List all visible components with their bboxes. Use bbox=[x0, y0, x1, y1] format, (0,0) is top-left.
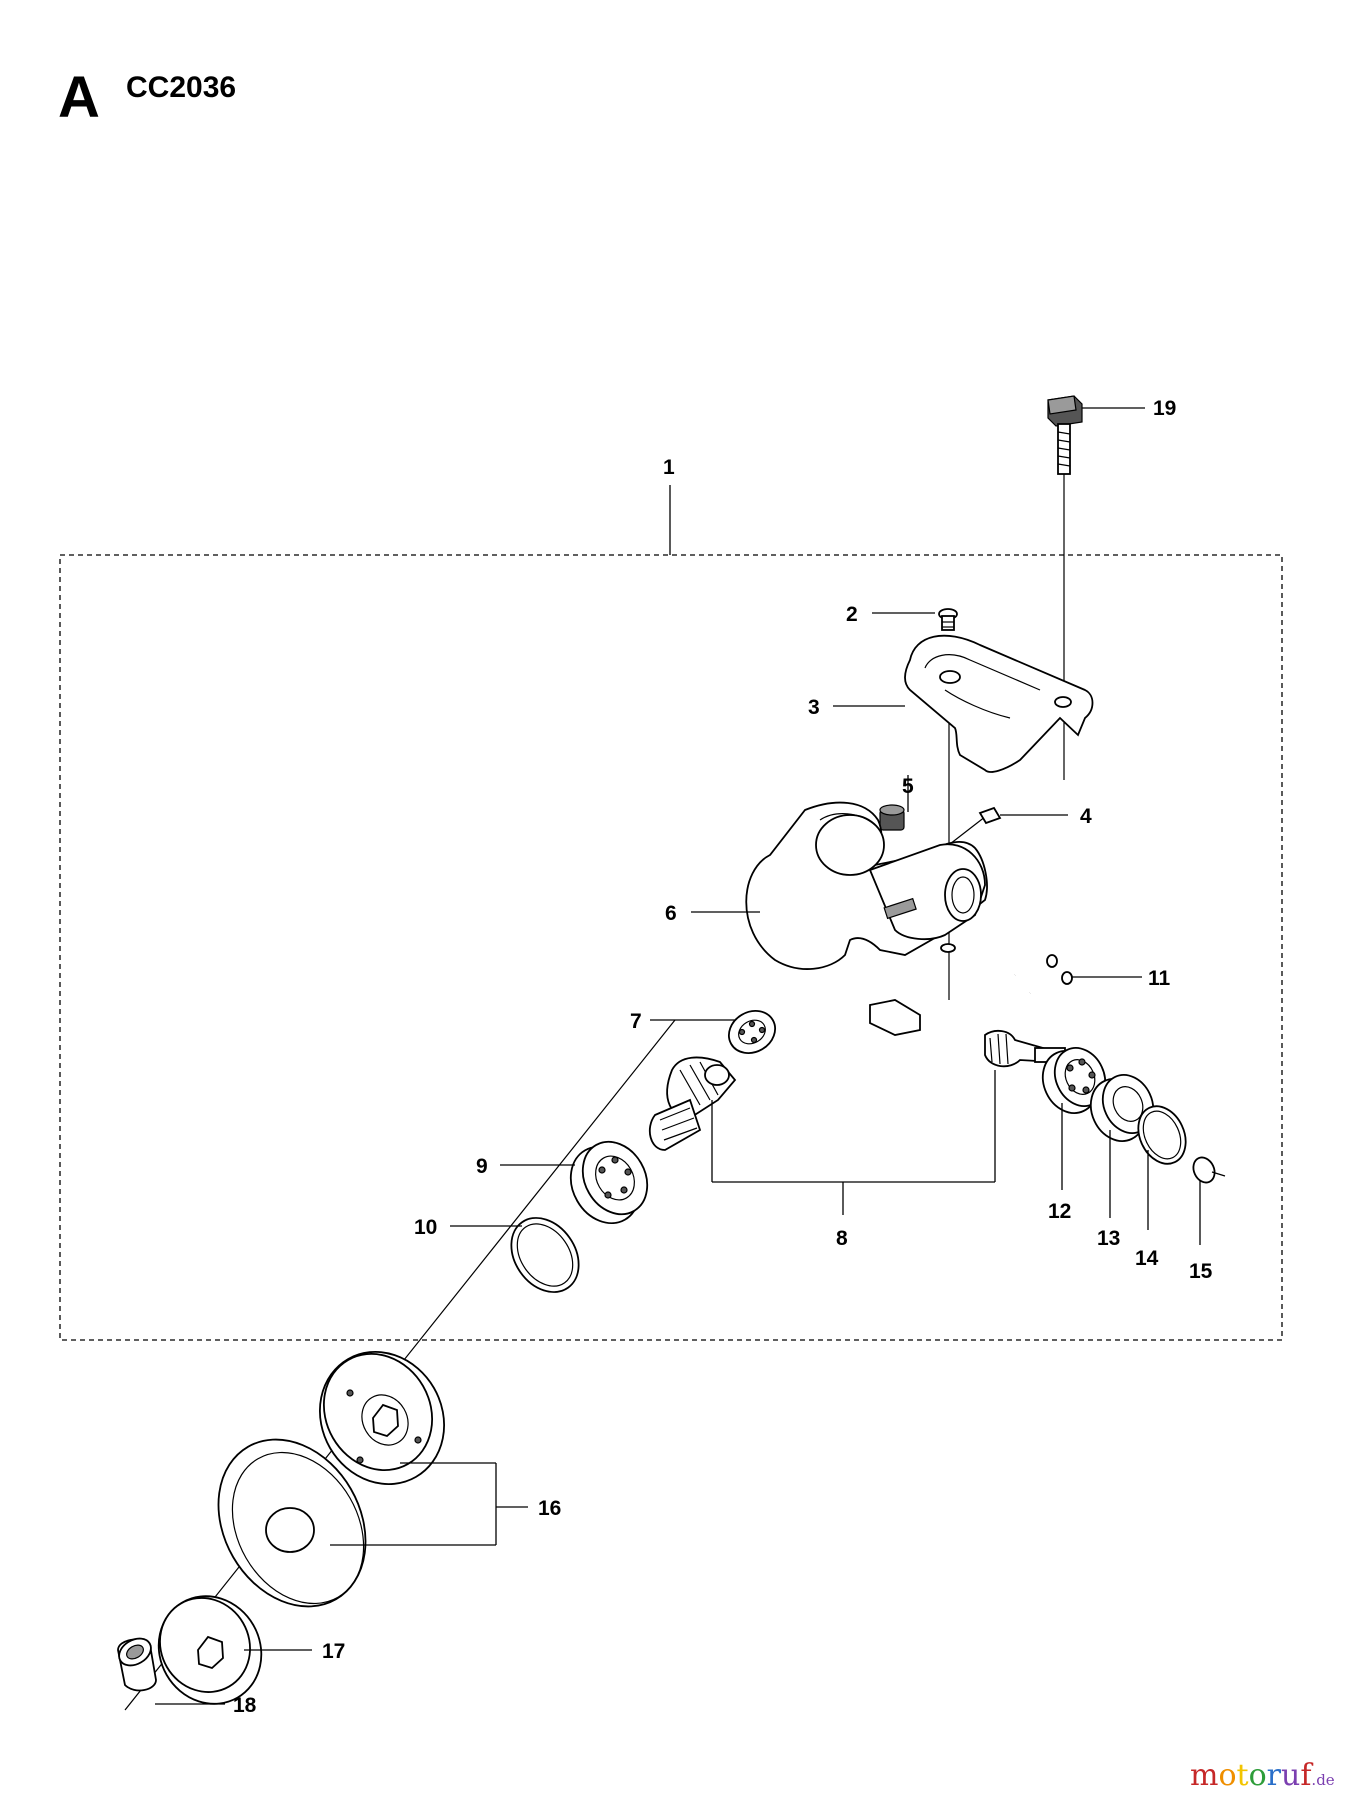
part-label-14: 14 bbox=[1135, 1247, 1159, 1270]
part-label-15: 15 bbox=[1189, 1260, 1213, 1283]
section-letter: A bbox=[58, 65, 100, 130]
watermark-suffix: .de bbox=[1311, 1771, 1334, 1789]
part-label-8: 8 bbox=[836, 1227, 848, 1250]
model-code: CC2036 bbox=[126, 71, 236, 104]
watermark-letter: o bbox=[1218, 1758, 1236, 1793]
part-label-13: 13 bbox=[1097, 1227, 1120, 1250]
part-label-5: 5 bbox=[902, 775, 914, 798]
retaining-ring bbox=[510, 1217, 580, 1293]
nut bbox=[117, 1637, 157, 1692]
gear-housing bbox=[745, 801, 988, 1036]
watermark-letter: m bbox=[1190, 1758, 1218, 1793]
watermark-letter: o bbox=[1249, 1758, 1267, 1793]
circlip-small bbox=[1192, 1156, 1226, 1184]
bearing-small bbox=[728, 1010, 776, 1054]
support-cup bbox=[217, 1438, 367, 1608]
assembly-boundary bbox=[59, 554, 1283, 1341]
part-label-18: 18 bbox=[233, 1694, 257, 1717]
flange-lower bbox=[157, 1595, 263, 1705]
part-label-12: 12 bbox=[1048, 1200, 1071, 1223]
flange-upper bbox=[319, 1351, 445, 1485]
watermark-letter: f bbox=[1300, 1758, 1313, 1793]
watermark-letter: u bbox=[1281, 1758, 1300, 1793]
bevel-gear-set bbox=[648, 1029, 1066, 1151]
watermark-letter: r bbox=[1267, 1758, 1282, 1793]
handle-bolt bbox=[1047, 395, 1083, 475]
part-label-3: 3 bbox=[808, 696, 820, 719]
watermark-text: motoruf.de bbox=[1190, 1758, 1335, 1793]
part-label-11: 11 bbox=[1148, 967, 1171, 990]
part-label-2: 2 bbox=[846, 603, 858, 626]
part-label-4: 4 bbox=[1080, 805, 1092, 828]
plug-screw bbox=[879, 804, 905, 831]
part-label-17: 17 bbox=[322, 1640, 345, 1663]
bearing-large-left bbox=[569, 1140, 649, 1225]
watermark: motoruf.de bbox=[1190, 1758, 1335, 1793]
watermark-letter: t bbox=[1237, 1758, 1249, 1793]
part-label-9: 9 bbox=[476, 1155, 488, 1178]
screws-pair bbox=[1014, 954, 1073, 995]
clamp-cover bbox=[904, 634, 1094, 773]
part-label-19: 19 bbox=[1153, 397, 1176, 420]
screw-top bbox=[938, 608, 958, 631]
pin bbox=[978, 806, 1002, 825]
part-label-7: 7 bbox=[630, 1010, 642, 1033]
part-label-10: 10 bbox=[414, 1216, 437, 1239]
part-label-1: 1 bbox=[663, 456, 675, 479]
part-label-6: 6 bbox=[665, 902, 677, 925]
snap-ring-large bbox=[1137, 1105, 1187, 1165]
part-label-16: 16 bbox=[538, 1497, 561, 1520]
